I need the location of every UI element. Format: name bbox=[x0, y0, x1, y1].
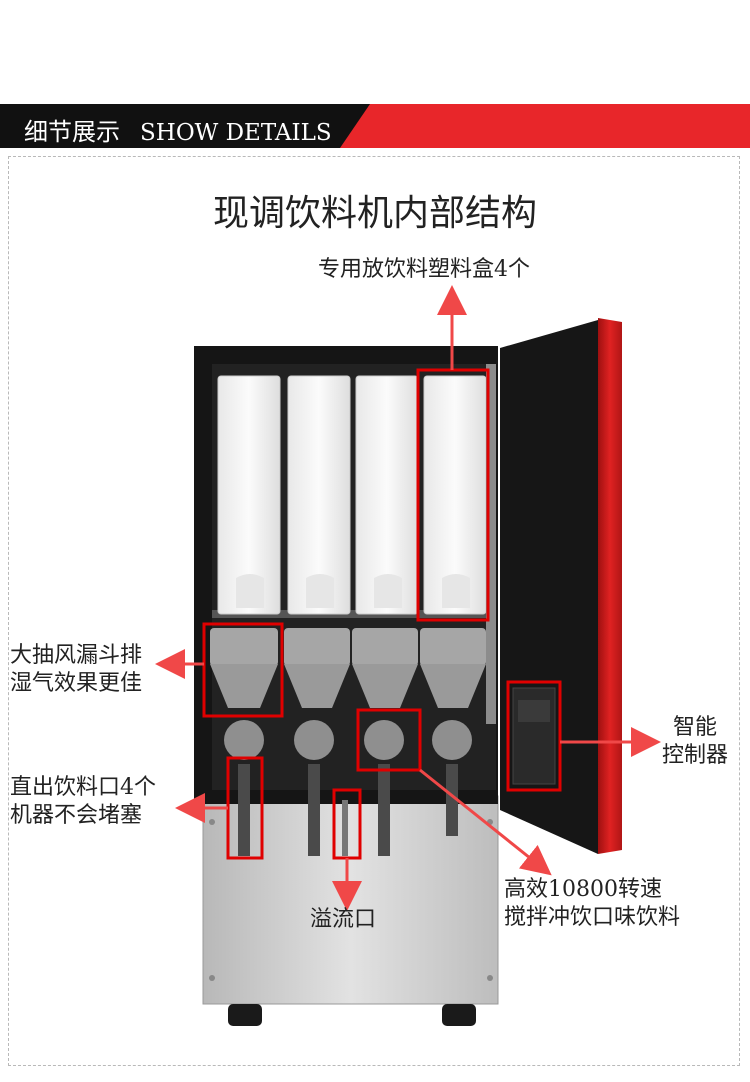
door-red-edge bbox=[598, 318, 622, 854]
label-controller: 智能 控制器 bbox=[662, 714, 728, 770]
label-outlet-line1: 直出饮料口4个 bbox=[10, 775, 156, 800]
highlight-box-funnel bbox=[202, 622, 284, 718]
cabinet-shelf bbox=[212, 610, 496, 618]
content-frame bbox=[8, 156, 740, 1066]
label-mixer: 高效10800转速 搅拌冲饮口味饮料 bbox=[504, 876, 680, 932]
outlet-spout-4 bbox=[446, 764, 458, 836]
machine-foot-left bbox=[228, 1004, 262, 1026]
plastic-box-2 bbox=[287, 375, 351, 615]
label-mixer-line2: 搅拌冲饮口味饮料 bbox=[504, 905, 681, 930]
label-mixer-line1: 高效10800转速 bbox=[504, 877, 662, 902]
funnel-1 bbox=[210, 628, 278, 708]
control-panel-display bbox=[518, 700, 550, 722]
machine-foot-right bbox=[442, 1004, 476, 1026]
label-plastic-boxes: 专用放饮料塑料盒4个 bbox=[318, 257, 530, 282]
highlight-box-controller bbox=[506, 680, 562, 792]
label-controller-line1: 智能 bbox=[673, 715, 718, 740]
outlet-spout-2 bbox=[308, 764, 320, 856]
section-title-cn: 细节展示 bbox=[24, 118, 120, 146]
label-controller-line2: 控制器 bbox=[662, 743, 729, 768]
label-outlet: 直出饮料口4个 机器不会堵塞 bbox=[10, 774, 156, 830]
funnel-2 bbox=[284, 628, 350, 708]
highlight-box-mixer bbox=[356, 708, 422, 772]
mixer-4 bbox=[432, 720, 472, 760]
section-header-black bbox=[0, 104, 370, 148]
page-title: 现调饮料机内部结构 bbox=[212, 193, 537, 234]
funnel-3 bbox=[352, 628, 418, 708]
outlet-spout-1 bbox=[238, 764, 250, 856]
label-outlet-line2: 机器不会堵塞 bbox=[10, 803, 143, 828]
outlet-spout-3 bbox=[378, 764, 390, 856]
screw bbox=[487, 975, 493, 981]
label-funnel-line2: 湿气效果更佳 bbox=[10, 671, 143, 696]
arrow-mixer bbox=[419, 768, 552, 876]
mixer-1 bbox=[224, 720, 264, 760]
plastic-box-3 bbox=[355, 375, 419, 615]
plastic-box-4 bbox=[423, 375, 487, 615]
label-funnel-line1: 大抽风漏斗排 bbox=[10, 643, 143, 668]
door-hinge bbox=[486, 364, 496, 724]
label-funnel: 大抽风漏斗排 湿气效果更佳 bbox=[10, 642, 142, 698]
mixer-3 bbox=[364, 720, 404, 760]
mixer-2 bbox=[294, 720, 334, 760]
screw bbox=[209, 819, 215, 825]
section-header-bar: 细节展示 SHOW DETAILS bbox=[0, 104, 750, 148]
section-title-en: SHOW DETAILS bbox=[140, 120, 332, 146]
plastic-box-1 bbox=[217, 375, 281, 615]
screw bbox=[209, 975, 215, 981]
section-header-text: 细节展示 SHOW DETAILS bbox=[24, 112, 332, 147]
label-overflow: 溢流口 bbox=[310, 907, 377, 932]
funnel-4 bbox=[420, 628, 486, 708]
